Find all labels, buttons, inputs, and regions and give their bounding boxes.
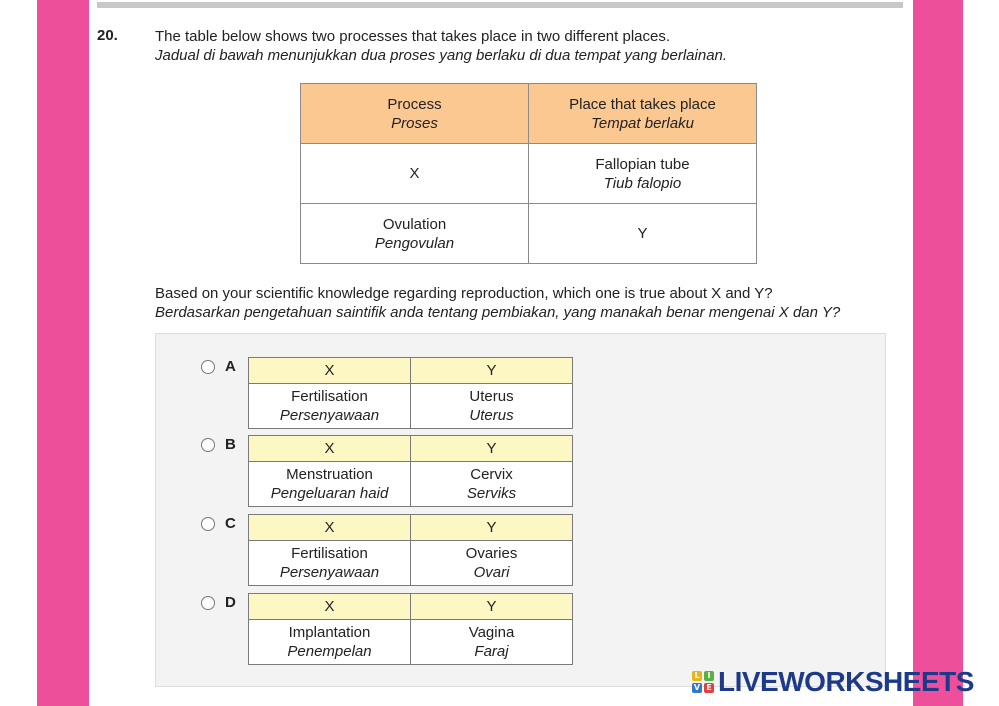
option-header-x: X <box>248 357 411 384</box>
option-x-en: Fertilisation <box>291 388 368 405</box>
process-table-header: Process Proses Place that takes place Te… <box>300 83 757 144</box>
table-row: X Fallopian tube Tiub falopio <box>300 143 757 204</box>
question-line-ms: Jadual di bawah menunjukkan dua proses y… <box>155 47 728 64</box>
option-x-en: Fertilisation <box>291 545 368 562</box>
option-x-ms: Persenyawaan <box>279 564 380 581</box>
frame-right <box>913 0 963 706</box>
liveworksheets-logo: L I V E LIVEWORKSHEETS <box>692 666 974 697</box>
question-text: The table below shows two processes that… <box>155 27 727 65</box>
option-y-ms: Serviks <box>466 485 517 502</box>
logo-icon-letter: E <box>704 683 714 693</box>
option-y-en: Cervix <box>470 466 513 483</box>
cell-text-ms: Tiub falopio <box>603 174 682 192</box>
radio-option-c[interactable] <box>201 517 215 531</box>
table-cell: Y <box>528 203 757 264</box>
cell-text-ms: Pengovulan <box>374 234 455 252</box>
option-y-ms: Uterus <box>469 407 514 424</box>
logo-icon-letter: L <box>692 671 702 681</box>
table-cell: Ovulation Pengovulan <box>300 203 529 264</box>
table-cell: Fallopian tube Tiub falopio <box>528 143 757 204</box>
logo-icon-letter: I <box>704 671 714 681</box>
option-header-y: Y <box>410 593 573 620</box>
option-x-ms: Persenyawaan <box>279 407 380 424</box>
frame-left <box>37 0 89 706</box>
process-table: Process Proses Place that takes place Te… <box>300 83 757 264</box>
option-x-ms: Penempelan <box>287 643 372 660</box>
outer-margin-left <box>0 0 37 706</box>
cell-text: Ovulation <box>382 215 447 233</box>
header-place-en: Place that takes place <box>569 95 716 113</box>
option-letter: A <box>225 358 236 375</box>
outer-margin-right <box>963 0 999 706</box>
header-process-en: Process <box>387 95 442 113</box>
logo-text: LIVEWORKSHEETS <box>718 666 974 697</box>
prompt-text: Based on your scientific knowledge regar… <box>155 284 840 322</box>
option-header-x: X <box>248 514 411 541</box>
option-y-ms: Ovari <box>473 564 510 581</box>
header-process-ms: Proses <box>391 114 438 132</box>
option-letter: B <box>225 436 236 453</box>
option-y-en: Ovaries <box>465 545 518 562</box>
option-header-x: X <box>248 593 411 620</box>
option-y-ms: Faraj <box>474 643 509 660</box>
option-x-en: Implantation <box>288 624 371 641</box>
header-place: Place that takes place Tempat berlaku <box>528 83 757 144</box>
header-process: Process Proses <box>300 83 529 144</box>
table-row: Ovulation Pengovulan Y <box>300 203 757 264</box>
top-divider <box>97 2 903 8</box>
header-place-ms: Tempat berlaku <box>591 114 694 132</box>
cell-text: Y <box>637 225 648 242</box>
liveworksheets-logo-icon: L I V E <box>692 671 714 693</box>
radio-option-b[interactable] <box>201 438 215 452</box>
option-header-x: X <box>248 435 411 462</box>
option-letter: D <box>225 594 236 611</box>
prompt-line-en: Based on your scientific knowledge regar… <box>155 285 773 302</box>
option-header-y: Y <box>410 514 573 541</box>
cell-text: Fallopian tube <box>595 155 690 173</box>
logo-icon-letter: V <box>692 683 702 693</box>
option-x-ms: Pengeluaran haid <box>270 485 389 502</box>
prompt-line-ms: Berdasarkan pengetahuan saintifik anda t… <box>155 304 841 321</box>
question-line-en: The table below shows two processes that… <box>155 28 671 45</box>
option-header-y: Y <box>410 435 573 462</box>
option-y-en: Uterus <box>469 388 514 405</box>
option-header-y: Y <box>410 357 573 384</box>
radio-option-d[interactable] <box>201 596 215 610</box>
radio-option-a[interactable] <box>201 360 215 374</box>
question-number: 20. <box>97 27 118 44</box>
table-cell: X <box>300 143 529 204</box>
option-y-en: Vagina <box>468 624 515 641</box>
cell-text: X <box>409 165 420 182</box>
option-x-en: Menstruation <box>286 466 373 483</box>
option-letter: C <box>225 515 236 532</box>
